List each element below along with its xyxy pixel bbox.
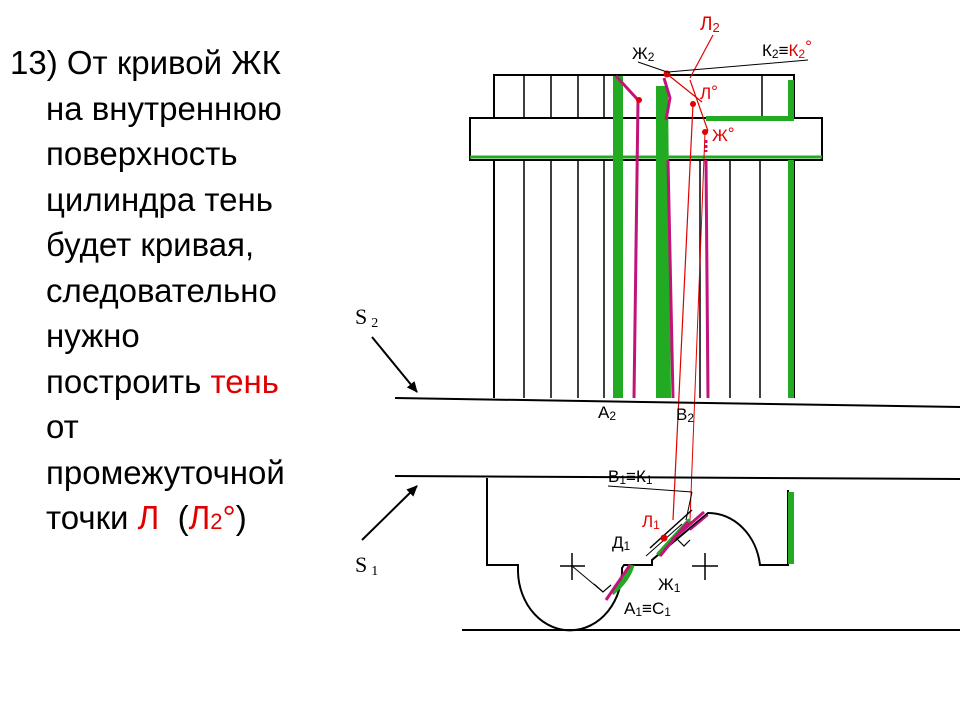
caption-degree: ° [222, 499, 236, 536]
caption-point-L: Л [137, 499, 160, 536]
plan-magenta-3 [671, 510, 705, 542]
point-Zh-mark [636, 97, 642, 103]
caption-line-2: на внутреннюю [46, 89, 282, 127]
right-angle-mark-right [675, 537, 691, 547]
label-B2: В2 [676, 405, 694, 425]
caption-word-shadow: тень [210, 362, 279, 400]
plan-ray-1 [649, 509, 693, 549]
leader-Zh2 [637, 61, 668, 73]
label-A2: А2 [598, 403, 616, 423]
ground-line-front [394, 397, 960, 408]
plan-shadow-arc-left [610, 564, 635, 595]
caption-line-11-a: точки [46, 499, 138, 536]
caption-line-7: нужно [46, 317, 140, 354]
plan-magenta-4 [689, 514, 709, 531]
leader-B1K1 [607, 485, 693, 493]
label-B1-K1: В1≡К1 [608, 467, 653, 487]
caption-line-6: следовательно [46, 271, 277, 309]
caption-line-10: промежуточной [46, 453, 285, 491]
shadow-edge-upper [788, 80, 794, 120]
caption-line-11: точки Л (Л2°) [10, 495, 330, 545]
plan-shadow-edge [788, 492, 794, 564]
point-L1 [660, 534, 668, 542]
light-arrow-S2 [371, 336, 418, 393]
caption-line-4: цилиндра тень [46, 180, 273, 218]
shadow-boundary-2-top [662, 77, 672, 121]
shadow-strip-A2 [613, 76, 623, 398]
step-number: 13) [10, 44, 58, 81]
caption-paren-close: ) [235, 499, 247, 536]
caption-line-3: поверхность [46, 135, 238, 172]
ray-to-Zh0 [689, 79, 709, 132]
label-D1: Д1 [612, 533, 631, 553]
caption-paren-open: ( [159, 499, 189, 536]
label-Zh1: Ж1 [658, 575, 681, 595]
shadow-boundary-2 [666, 159, 675, 399]
label-Zh2: Ж2 [632, 44, 655, 64]
projection-line-Zh [689, 131, 706, 521]
caption-line-8-a: построить [46, 362, 211, 400]
projection-line-L [672, 103, 694, 521]
caption-point-L2: Л [188, 499, 211, 536]
front-view [469, 34, 823, 399]
radius-left [571, 565, 604, 593]
label-K2: К2≡К2° [762, 37, 812, 61]
front-cap-slab [469, 117, 823, 161]
caption-line-1: 13) От кривой ЖК [10, 40, 330, 86]
caption-sub-2: 2 [210, 509, 223, 534]
plan-magenta-1 [604, 564, 632, 601]
light-arrow-S1 [361, 485, 418, 541]
plan-view [462, 478, 960, 632]
label-L2: Л2 [700, 14, 720, 35]
label-A1-C1: А1≡С1 [624, 599, 671, 619]
caption-line-1-text: От кривой ЖК [66, 44, 281, 81]
shadow-boundary-3 [704, 159, 710, 399]
leader-B1K1-drop [685, 491, 693, 521]
shadow-edge-lower [788, 160, 794, 398]
front-upper-band [493, 74, 795, 121]
ground-line-plan [394, 475, 960, 480]
leader-L2 [689, 34, 714, 79]
plan-outline [486, 478, 789, 632]
caption-line-5: будет кривая, [46, 226, 255, 263]
leader-K2 [667, 59, 809, 73]
caption-line-9: от [46, 408, 79, 445]
right-angle-mark-left [593, 583, 612, 593]
label-L1: Л1 [642, 512, 660, 532]
caption-line-8: построить тень [10, 359, 330, 405]
label-Zh-degree: Ж° [712, 124, 735, 145]
shadow-line-top-slab [706, 116, 794, 121]
label-L-degree: Л° [700, 82, 718, 103]
caption-text: 13) От кривой ЖК на внутреннюю поверхнос… [10, 40, 330, 545]
